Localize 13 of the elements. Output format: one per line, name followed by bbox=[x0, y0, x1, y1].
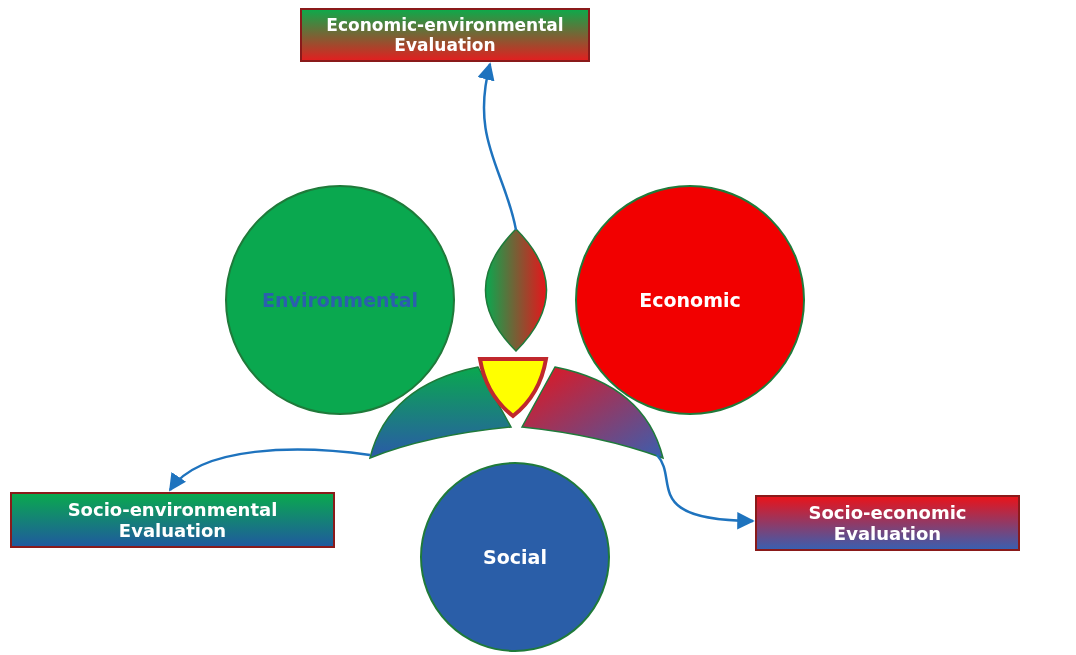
arrow bbox=[168, 448, 371, 492]
circle-label: Environmental bbox=[262, 289, 418, 311]
evaluation-label: Economic-environmental Evaluation bbox=[325, 15, 565, 55]
circle-label: Social bbox=[483, 546, 547, 568]
evaluation-label: Socio-economic Evaluation bbox=[807, 502, 968, 544]
arrow bbox=[478, 62, 518, 231]
label-box bbox=[755, 495, 1020, 551]
circle-label: Economic bbox=[639, 289, 741, 311]
label-box bbox=[300, 8, 590, 62]
overlap-lens bbox=[520, 365, 665, 460]
evaluation-label: Socio-environmental Evaluation bbox=[66, 499, 279, 541]
overlap-lens bbox=[368, 365, 513, 460]
label-box bbox=[10, 492, 335, 548]
